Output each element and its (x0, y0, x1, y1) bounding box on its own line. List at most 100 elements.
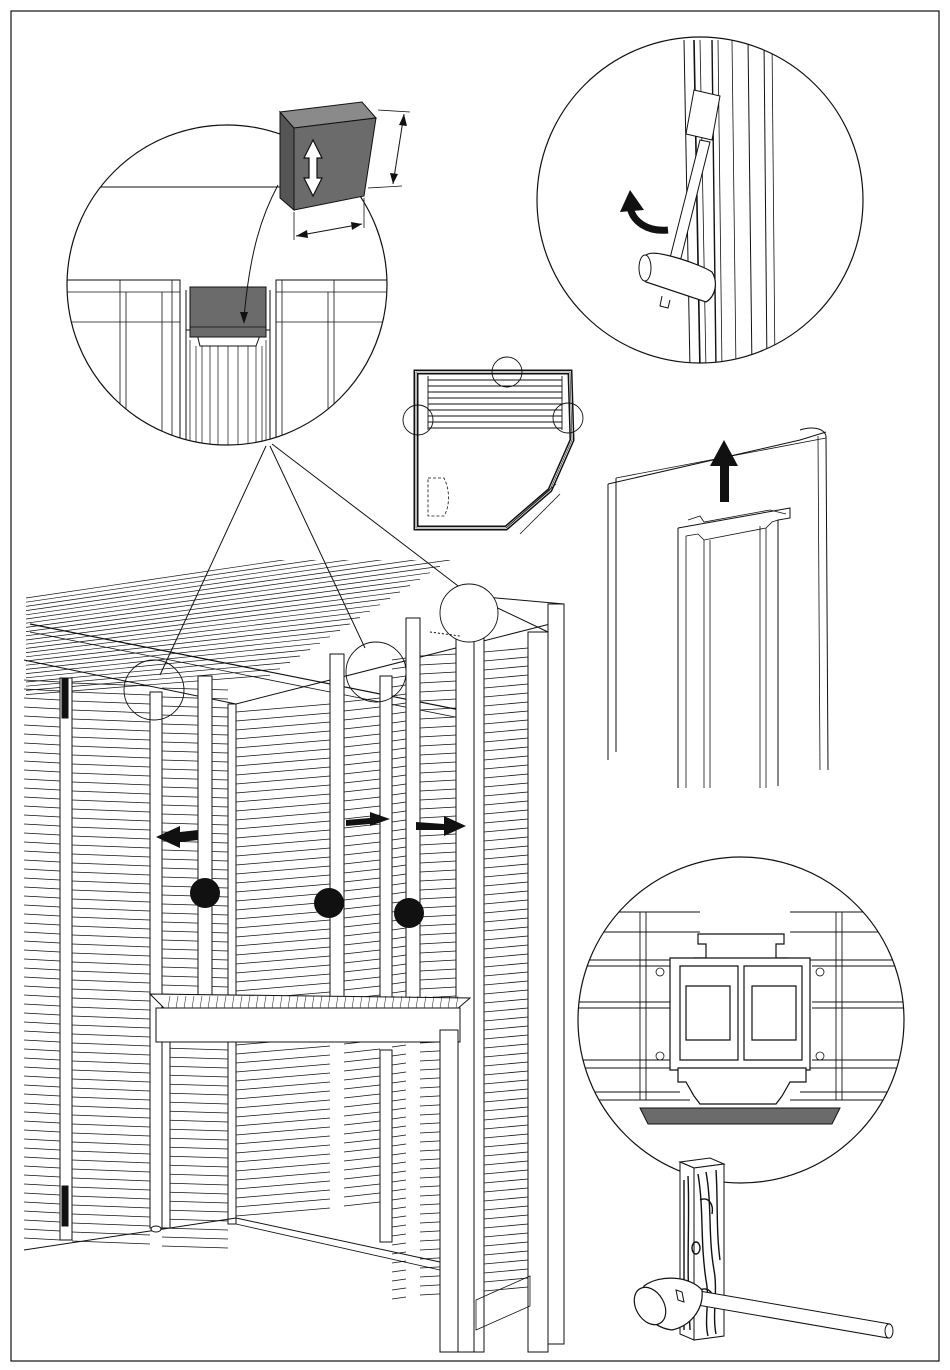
slat-line (344, 833, 380, 837)
slat-line (484, 1197, 528, 1201)
slat-line (26, 573, 430, 628)
slat-line (24, 995, 60, 997)
slat-line (72, 1160, 150, 1163)
slat-line (162, 1156, 228, 1158)
slat-line (392, 1243, 406, 1245)
slat-line (484, 1089, 528, 1093)
slat-line (24, 1193, 60, 1195)
slat-line (392, 1126, 406, 1128)
slat-line (72, 1052, 150, 1055)
slat-line (420, 834, 456, 836)
slat-line (420, 879, 456, 881)
slat-line (24, 734, 60, 736)
slat-line (24, 950, 60, 952)
slat-line (344, 905, 380, 909)
slat-line (24, 1031, 60, 1033)
slat-line (72, 701, 150, 704)
slat-line (72, 1034, 150, 1037)
slat-line (72, 1151, 150, 1154)
profile-cross-section-detail (570, 857, 920, 1183)
slat-line (162, 850, 228, 852)
slat-line (162, 1129, 228, 1131)
slat-line (484, 1287, 528, 1291)
slat-line (484, 972, 528, 976)
slat-line (420, 708, 456, 710)
slat-line (162, 823, 228, 825)
slat-line (344, 941, 380, 945)
slat-line (420, 987, 456, 989)
slat-line (24, 824, 60, 826)
slat-line (24, 842, 60, 844)
slat-line (392, 946, 406, 948)
slat-line (162, 1174, 228, 1176)
slat-line (392, 1270, 406, 1272)
slat-line (344, 914, 380, 918)
slat-line (162, 724, 228, 726)
slat-line (392, 892, 406, 894)
slat-line (24, 914, 60, 916)
rubber-mallet-icon (628, 1278, 893, 1338)
slat-line (236, 776, 330, 784)
slat-line (344, 887, 380, 891)
slat-line (392, 748, 406, 750)
slat-line (236, 713, 330, 721)
slat-line (392, 1063, 406, 1065)
slat-line (72, 935, 150, 938)
slat-line (484, 693, 528, 697)
slat-line (24, 941, 60, 943)
slat-line (24, 1040, 60, 1042)
slat-line (484, 711, 528, 715)
slat-line (392, 1180, 406, 1182)
slat-line (24, 923, 60, 925)
slat-line (344, 1049, 380, 1053)
slat-line (392, 1189, 406, 1191)
slide-panel-up-detail (608, 428, 828, 788)
slat-line (392, 973, 406, 975)
slat-line (420, 960, 456, 962)
slat-line (392, 757, 406, 759)
spacer-block (280, 102, 376, 210)
slat-line (24, 959, 60, 961)
slat-line (420, 789, 456, 791)
detail-circle-b (537, 37, 863, 363)
slat-line (162, 1201, 228, 1203)
slat-line (162, 760, 228, 762)
slat-line (236, 1154, 330, 1162)
slat-line (72, 971, 150, 974)
slat-line (162, 1228, 228, 1230)
slat-line (344, 1202, 380, 1206)
slat-line (344, 797, 380, 801)
slat-line (392, 685, 406, 687)
slat-line (236, 794, 330, 802)
slat-line (236, 1181, 330, 1189)
slat-line (24, 860, 60, 862)
slat-line (24, 1049, 60, 1051)
slat-line (484, 1260, 528, 1264)
slat-line (72, 1016, 150, 1019)
rubber-mallet-icon (639, 90, 720, 308)
slat-line (236, 1208, 330, 1216)
slat-line (344, 1157, 380, 1161)
slat-line (392, 1297, 406, 1299)
slat-line (72, 737, 150, 740)
slat-line (72, 692, 150, 695)
slat-line (344, 788, 380, 792)
slat-line (236, 1064, 330, 1072)
slat-line (392, 775, 406, 777)
slat-line (72, 1205, 150, 1208)
shed-interior-view (24, 528, 564, 1352)
slat-line (24, 797, 60, 799)
slat-line (24, 1148, 60, 1150)
slat-line (24, 896, 60, 898)
slat-line (24, 1004, 60, 1006)
slat-line (484, 927, 528, 931)
slat-line (484, 873, 528, 877)
slat-line (484, 1044, 528, 1048)
slat-line (24, 752, 60, 754)
slat-line (344, 1058, 380, 1062)
slat-line (484, 774, 528, 778)
slat-line (392, 1288, 406, 1290)
slat-line (24, 707, 60, 709)
slat-line (24, 968, 60, 970)
slat-line (392, 1198, 406, 1200)
